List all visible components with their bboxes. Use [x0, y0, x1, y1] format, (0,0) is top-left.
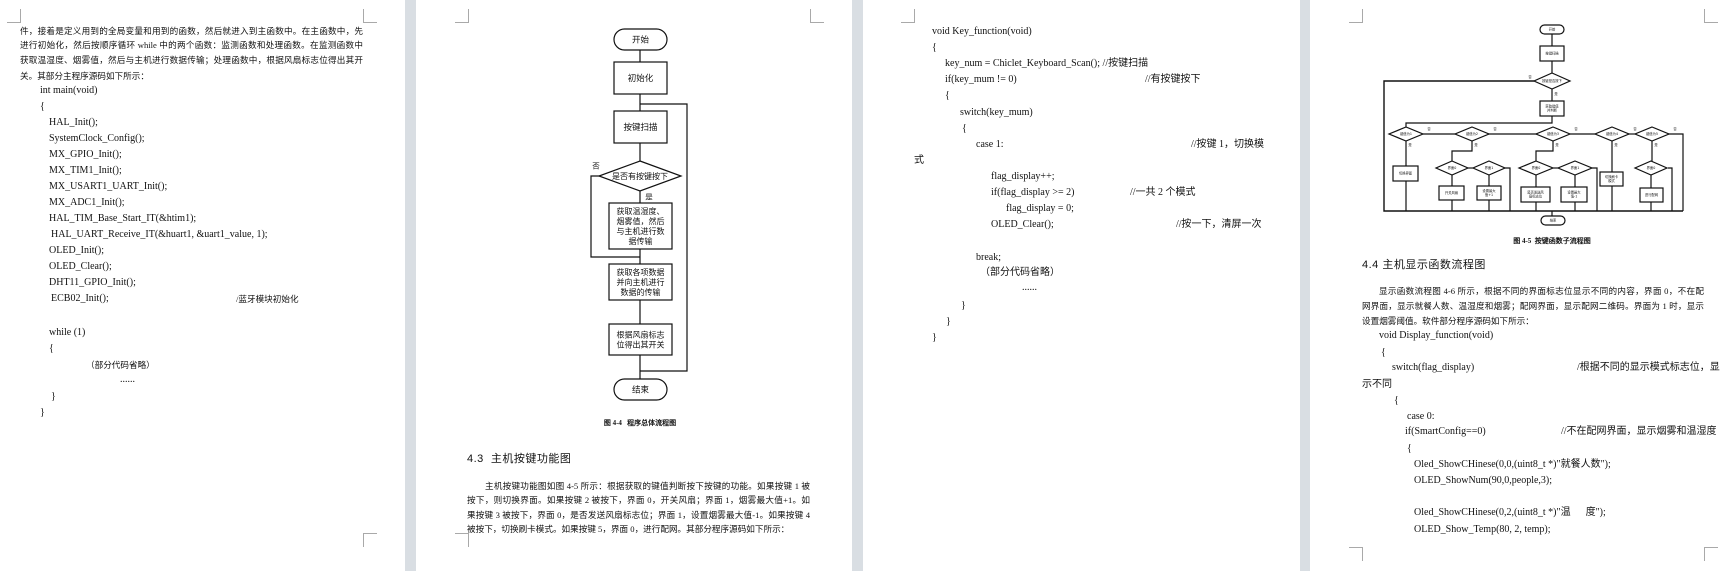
code-line: while (1)	[49, 327, 86, 338]
code-line: OLED_Clear();	[49, 261, 112, 272]
code-line: HAL_Init();	[49, 117, 98, 128]
code-line: flag_display = 0;	[1006, 203, 1074, 214]
code-line: //按键 1，切换模	[1191, 139, 1265, 150]
code-line: case 1:	[976, 139, 1004, 150]
paragraph-line: 设置烟雾阈值。软件部分程序源码如下所示：	[1362, 316, 1534, 326]
code-line: MX_GPIO_Init();	[49, 149, 122, 160]
code-line: {	[962, 123, 967, 134]
paragraph-line: 主机按键功能图如图 4-5 所示：根据获取的键值判断按下按键的功能。如果按键 1…	[485, 481, 810, 491]
code-line: }	[946, 316, 951, 327]
code-line: OLED_Show_Temp(80, 2, temp);	[1414, 524, 1551, 535]
code-line: /根据不同的显示模式标志位，显	[1577, 362, 1720, 373]
margin-corner-mark	[1349, 9, 1363, 23]
code-line: {	[1381, 347, 1386, 358]
code-line: {	[40, 101, 45, 112]
margin-corner-mark	[363, 533, 377, 547]
code-line: HAL_UART_Receive_IT(&huart1, &uart1_valu…	[51, 229, 268, 240]
code-line: /蓝牙模块初始化	[236, 294, 299, 304]
code-line: }	[961, 300, 966, 311]
code-line: Oled_ShowCHinese(0,2,(uint8_t *)"温 度");	[1414, 507, 1606, 518]
code-line: MX_USART1_UART_Init();	[49, 181, 168, 192]
margin-corner-mark	[455, 9, 469, 23]
code-line: //不在配网界面，显示烟雾和温湿度	[1561, 426, 1717, 437]
code-line: int main(void)	[40, 85, 98, 96]
code-line: （部分代码省略）	[86, 360, 155, 370]
margin-corner-mark	[455, 533, 469, 547]
code-line: key_num = Chiclet_Keyboard_Scan(); //按键扫…	[945, 58, 1149, 69]
code-line: void Key_function(void)	[932, 26, 1032, 37]
figure-caption: 图 4-4 程序总体流程图	[603, 419, 677, 427]
code-line: }	[51, 391, 56, 402]
code-line: HAL_TIM_Base_Start_IT(&htim1);	[49, 213, 197, 224]
margin-corner-mark	[7, 9, 21, 23]
code-line: {	[932, 42, 937, 53]
code-line: if(flag_display >= 2)	[991, 187, 1075, 198]
code-line: break;	[976, 252, 1001, 263]
code-line: }	[932, 332, 937, 343]
paragraph-line: 网界面，显示就餐人数、温湿度和烟雾；配网界面，显示配网二维码。界面为 1 时，显…	[1362, 301, 1704, 311]
code-line: flag_display++;	[991, 171, 1055, 182]
margin-corner-mark	[901, 9, 915, 23]
margin-corner-mark	[1704, 547, 1718, 561]
code-line: OLED_Init();	[49, 245, 104, 256]
code-line: （部分代码省略）	[980, 267, 1060, 278]
code-line: ......	[1022, 282, 1037, 293]
code-line: 示不同	[1362, 379, 1392, 390]
code-line: //有按键按下	[1145, 74, 1201, 85]
code-line: switch(key_mum)	[960, 107, 1033, 118]
margin-corner-mark	[1349, 547, 1363, 561]
code-line: OLED_ShowNum(90,0,people,3);	[1414, 475, 1553, 486]
code-line: {	[1407, 443, 1412, 454]
code-line: OLED_Clear();	[991, 219, 1054, 230]
code-line: 式	[914, 155, 924, 166]
code-line: switch(flag_display)	[1392, 362, 1475, 373]
code-line: case 0:	[1407, 411, 1435, 422]
code-line: if(key_mum != 0)	[945, 74, 1017, 85]
paragraph-line: 显示函数流程图 4-6 所示，根据不同的界面标志位显示不同的内容，界面 0，不在…	[1379, 286, 1704, 296]
code-line: ......	[120, 374, 135, 385]
paragraph-line: 件，接着是定义用到的全局变量和用到的函数，然后就进入到主函数中。在主函数中，先	[20, 26, 363, 36]
page-1	[0, 0, 405, 571]
code-line: DHT11_GPIO_Init();	[49, 277, 136, 288]
section-heading: 4.4 主机显示函数流程图	[1362, 259, 1486, 271]
code-line: //按一下，清屏一次	[1176, 219, 1262, 230]
code-line: ECB02_Init();	[51, 293, 109, 304]
paragraph-line: 获取温湿度、烟雾值，然后与主机进行数据传输；处理函数中，根据风扇标志位得出其开	[20, 55, 363, 65]
paragraph-line: 果按键 3 被按下，界面 0，是否发送风扇标志位；界面 1，设置烟雾最大值-1。…	[467, 510, 810, 520]
code-line: SystemClock_Config();	[49, 133, 145, 144]
code-line: }	[40, 407, 45, 418]
paragraph-line: 被按下，切换刷卡模式。如果按键 5，界面 0，进行配网。其部分程序源码如下所示：	[467, 524, 790, 534]
margin-corner-mark	[363, 9, 377, 23]
page-3	[863, 0, 1300, 571]
code-line: {	[1394, 395, 1399, 406]
code-line: {	[49, 343, 54, 354]
code-line: //一共 2 个模式	[1130, 187, 1196, 198]
paragraph-line: 按下，则切换界面。如果按键 2 被按下，界面 0，开关风扇；界面 1，烟雾最大值…	[467, 495, 810, 505]
paragraph-line: 关。其部分主程序源码如下所示：	[20, 71, 149, 81]
code-line: if(SmartConfig==0)	[1405, 426, 1486, 437]
code-line: {	[945, 90, 950, 101]
margin-corner-mark	[810, 9, 824, 23]
section-heading: 4.3 主机按键功能图	[467, 453, 572, 465]
code-line: Oled_ShowCHinese(0,0,(uint8_t *)"就餐人数");	[1414, 459, 1611, 470]
figure-caption: 图 4-5 按键函数子流程图	[1513, 237, 1591, 245]
margin-corner-mark	[1704, 9, 1718, 23]
paragraph-line: 进行初始化，然后按顺序循环 while 中的两个函数：监测函数和处理函数。在监测…	[20, 40, 363, 50]
code-line: MX_TIM1_Init();	[49, 165, 122, 176]
code-line: MX_ADC1_Init();	[49, 197, 125, 208]
code-line: void Display_function(void)	[1379, 330, 1494, 341]
